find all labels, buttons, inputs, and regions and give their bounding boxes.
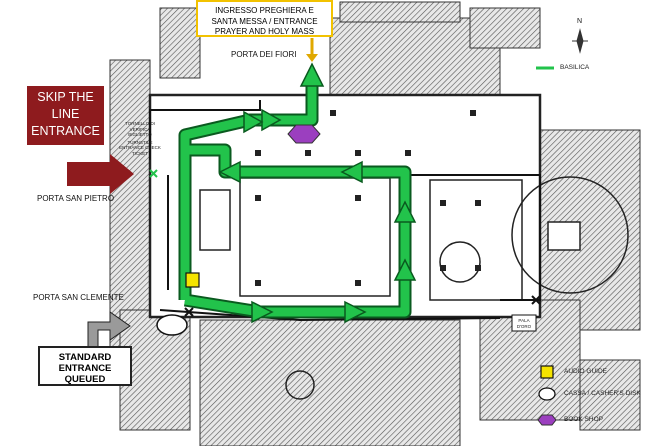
entrance-x-marker [149, 169, 158, 178]
route-arrowheads [218, 62, 417, 324]
arrowhead-north-2 [393, 258, 417, 281]
top-entrance-box: INGRESSO PREGHIERA E SANTA MESSA / ENTRA… [196, 0, 333, 37]
arrowhead-east-bottom-2 [344, 300, 367, 324]
top-entrance-line3: PRAYER AND HOLY MASS [214, 27, 315, 36]
legend-audio-label: AUDIO GUIDE [564, 368, 607, 375]
pala-line2: D'ORO [516, 323, 532, 329]
tornelli-line3: TURNSTILE [127, 139, 153, 145]
tornelli-line4: ENTRANCE CHECK [119, 145, 161, 150]
legend-cassa-label: CASSA / CASHER'S DISK [564, 390, 641, 397]
arrowhead-east-top [261, 108, 282, 132]
arrowhead-north-1 [393, 200, 417, 223]
porta-dei-fiori-label: PORTA DEI FIORI [231, 50, 297, 59]
audio-guide-marker [185, 272, 200, 288]
arrowhead-east-nave [243, 110, 264, 134]
tornelli-line2: VERIFICA BIGLIETTO [128, 126, 152, 138]
legend-graphics [536, 66, 557, 426]
skip-line-arrow [67, 154, 134, 194]
top-entrance-line2: SANTA MESSA / ENTRANCE [211, 16, 318, 26]
legend-cassa-ellipse [538, 387, 556, 401]
top-entrance-line1: INGRESSO PREGHIERA E [215, 6, 314, 15]
pala-doro-box [511, 314, 537, 332]
book-shop-marker [287, 124, 321, 144]
compass-north-label: N [577, 18, 583, 25]
compass-rose [572, 28, 588, 54]
arrowhead-east-bottom [251, 300, 274, 324]
pala-doro-label: PALA D'ORO [512, 318, 536, 329]
porta-san-pietro-label: PORTA SAN PIETRO [37, 194, 115, 203]
legend-audio-square [540, 365, 554, 379]
porta-san-clemente-label: PORTA SAN CLEMENTE [33, 293, 124, 302]
tornelli-line5: TICKET [131, 150, 148, 156]
standard-entrance-arrow [87, 311, 131, 353]
legend-book-label: BOOK SHOP [564, 416, 604, 423]
cashier-ellipse [156, 314, 188, 336]
legend-basilica-label: BASILICA [560, 64, 590, 71]
legend-book-hexagon [537, 414, 557, 426]
turnstile-label: TORNELLO DI VERIFICA BIGLIETTO TURNSTILE… [118, 121, 162, 156]
pala-line1: PALA [518, 318, 530, 323]
top-entrance-arrowhead [306, 54, 318, 62]
arrowhead-north-exit [299, 62, 325, 87]
tornelli-line1: TORNELLO DI [125, 121, 155, 126]
arrowhead-west-2 [218, 160, 241, 184]
arrowhead-west-1 [340, 160, 363, 184]
x-markers [184, 295, 541, 317]
columns [205, 110, 481, 286]
skip-the-line-box: SKIP THE LINE ENTRANCE [27, 86, 104, 145]
standard-entrance-box: STANDARD ENTRANCE QUEUED [38, 346, 132, 386]
